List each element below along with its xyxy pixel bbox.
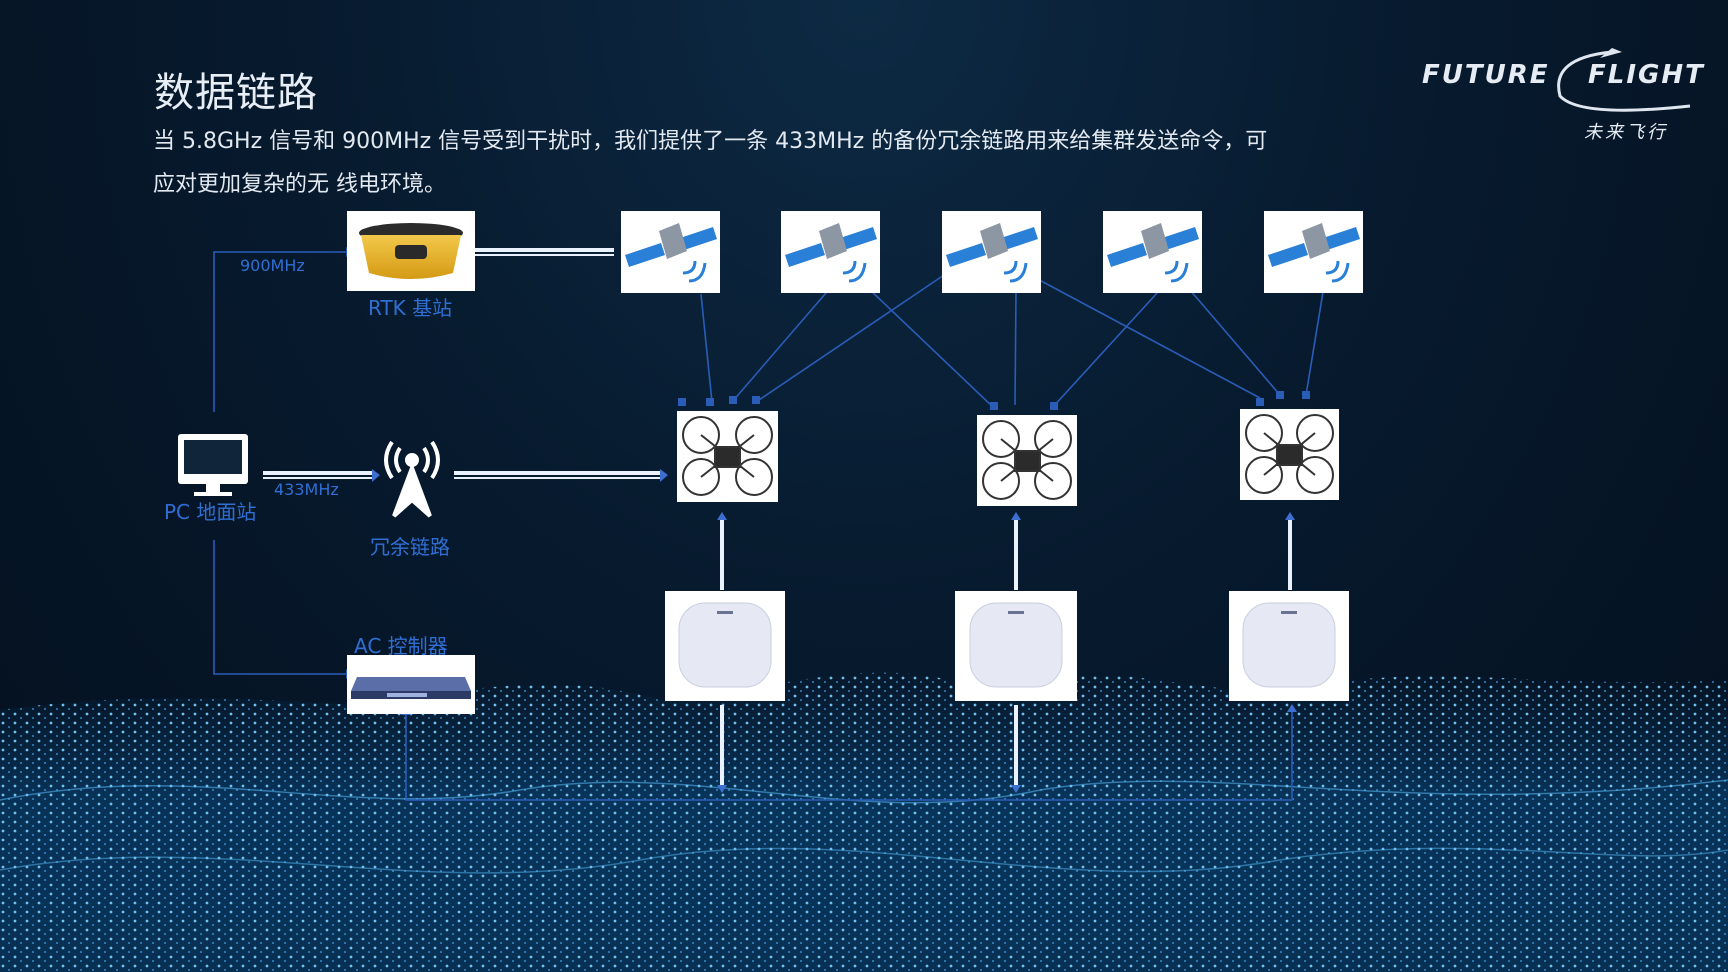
satellite-icon — [625, 223, 717, 283]
access-point-icon — [1242, 602, 1336, 688]
drone-3 — [1240, 409, 1339, 500]
node-label-ac-controller: AC 控制器 — [354, 634, 448, 658]
satellite-icon — [1268, 223, 1360, 283]
logo-text-flight: FLIGHT — [1588, 60, 1705, 90]
description-line-2: 应对更加复杂的无 线电环境。 — [153, 172, 446, 197]
drone-2 — [977, 415, 1077, 506]
ac-controller — [347, 655, 475, 714]
satellite-2 — [781, 211, 880, 293]
satellite-5 — [1264, 211, 1363, 293]
monitor-icon — [178, 434, 248, 496]
logo-subtitle: 未来飞行 — [1584, 122, 1668, 143]
drone-icon — [1245, 414, 1334, 494]
particle-wave-background — [0, 672, 1728, 972]
logo: FUTURE FLIGHT 未来飞行 — [1422, 42, 1712, 147]
connection-lines — [213, 251, 1324, 801]
link-label-433mhz: 433MHz — [274, 480, 339, 499]
satellite-3 — [942, 211, 1041, 293]
drone-icon — [682, 416, 773, 496]
drone-icon — [982, 420, 1072, 500]
logo-text-future: FUTURE — [1422, 60, 1550, 90]
access-point-2 — [955, 591, 1077, 701]
node-label-rtk: RTK 基站 — [368, 296, 453, 320]
satellite-icon — [1107, 223, 1199, 283]
access-point-3 — [1229, 591, 1349, 701]
satellite-4 — [1103, 211, 1202, 293]
access-point-icon — [969, 602, 1063, 688]
satellite-icon — [946, 223, 1038, 283]
link-label-900mhz: 900MHz — [240, 256, 305, 275]
connection-endpoint-markers — [346, 247, 1310, 679]
rtk-receiver-icon — [359, 223, 463, 279]
description: 当 5.8GHz 信号和 900MHz 信号受到干扰时，我们提供了一条 433M… — [153, 120, 1413, 206]
page-title: 数据链路 — [154, 70, 318, 116]
satellite-1 — [621, 211, 720, 293]
data-flow-arrows — [263, 248, 1292, 785]
future-flight-logo — [1557, 48, 1691, 112]
ac-controller-icon — [351, 677, 471, 699]
node-label-pc: PC 地面站 — [164, 500, 257, 524]
rtk-base-station — [347, 211, 475, 291]
redundant-link-antenna — [384, 440, 440, 518]
antenna-tower-icon — [384, 440, 440, 518]
access-point-icon — [678, 602, 772, 688]
description-line-1: 当 5.8GHz 信号和 900MHz 信号受到干扰时，我们提供了一条 433M… — [153, 129, 1268, 154]
node-label-redundant-link: 冗余链路 — [370, 535, 450, 559]
drone-1 — [677, 411, 778, 502]
access-point-1 — [665, 591, 785, 701]
pc-ground-station — [178, 434, 248, 496]
satellite-icon — [785, 223, 877, 283]
